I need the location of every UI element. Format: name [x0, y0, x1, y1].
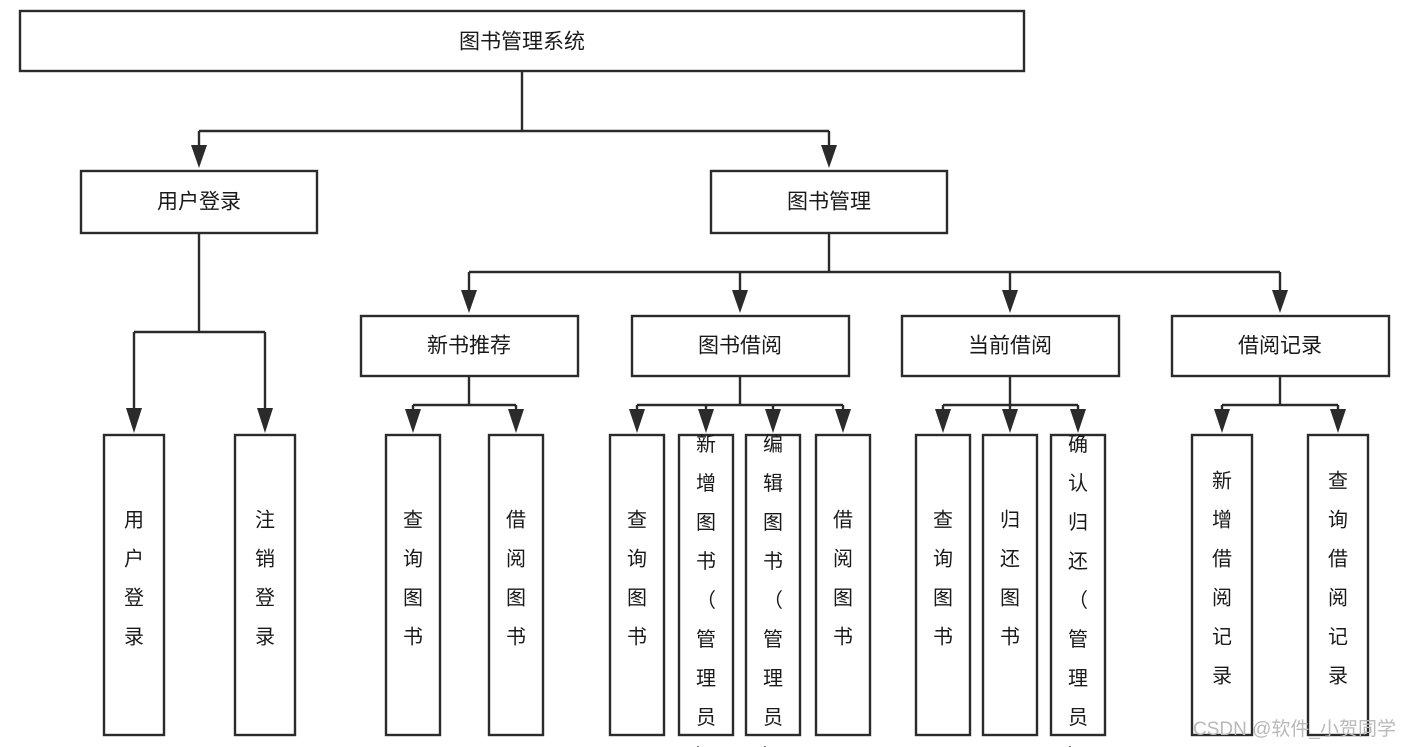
node-leaf-query-book-2[interactable]: 查询图书	[608, 433, 666, 737]
node-leaf-edit-book-label: 编辑图书（管理员）	[763, 433, 783, 747]
node-leaf-borrow-book-1[interactable]: 借阅图书	[487, 433, 545, 737]
arrow-head-user-login	[191, 145, 207, 168]
node-leaf-edit-book-box[interactable]	[744, 433, 802, 737]
node-leaf-confirm-return[interactable]: 确认归还（管理员）	[1049, 433, 1107, 747]
node-book-manage[interactable]: 图书管理	[709, 169, 949, 235]
node-root-label: 图书管理系统	[459, 31, 585, 54]
node-leaf-user-login-label: 用户登录	[124, 510, 144, 649]
node-user-login[interactable]: 用户登录	[79, 169, 319, 235]
node-leaf-query-book-1-box[interactable]	[384, 433, 442, 737]
arrow-head-leaf-user-logout	[257, 408, 273, 433]
node-borrow-record-box[interactable]	[1170, 314, 1391, 378]
arrow-head-leaf-edit-book	[765, 409, 781, 433]
node-leaf-query-book-2-box[interactable]	[608, 433, 666, 737]
arrow-head-leaf-query-book-3	[935, 409, 951, 433]
connector-group-borrow-record	[1214, 376, 1346, 433]
node-leaf-query-record-label: 查询借阅记录	[1328, 470, 1348, 688]
arrow-head-leaf-query-book-1	[405, 409, 421, 433]
arrow-head-leaf-add-record	[1214, 409, 1230, 433]
arrow-head-leaf-query-book-2	[629, 409, 645, 433]
arrow-head-new-book-rec	[461, 290, 477, 313]
node-leaf-query-book-3[interactable]: 查询图书	[914, 433, 972, 737]
node-leaf-add-record[interactable]: 新增借阅记录	[1190, 433, 1254, 737]
node-book-borrow-box[interactable]	[630, 314, 851, 378]
connector-group-root	[191, 71, 837, 168]
node-leaf-user-login[interactable]: 用户登录	[102, 433, 166, 737]
node-user-login-label: 用户登录	[157, 191, 241, 214]
node-leaf-query-record[interactable]: 查询借阅记录	[1306, 433, 1370, 737]
node-leaf-return-book[interactable]: 归还图书	[981, 433, 1039, 737]
node-leaf-add-record-box[interactable]	[1190, 433, 1254, 737]
node-current-borrow-label: 当前借阅	[968, 335, 1052, 358]
node-leaf-query-book-3-label: 查询图书	[933, 509, 953, 649]
node-leaf-query-book-2-label: 查询图书	[627, 509, 647, 649]
node-book-borrow-label: 图书借阅	[698, 335, 782, 358]
arrow-head-current-borrow	[1002, 290, 1018, 313]
node-leaf-query-record-box[interactable]	[1306, 433, 1370, 737]
arrow-head-leaf-user-login	[126, 408, 142, 433]
node-book-manage-box[interactable]	[709, 169, 949, 235]
node-leaf-query-book-1-label: 查询图书	[403, 509, 423, 649]
arrow-head-leaf-borrow-book-2	[835, 409, 851, 433]
node-current-borrow[interactable]: 当前借阅	[900, 314, 1121, 378]
node-leaf-borrow-book-2-label: 借阅图书	[833, 509, 853, 649]
node-user-login-box[interactable]	[79, 169, 319, 235]
arrow-head-book-borrow	[732, 290, 748, 313]
arrow-head-leaf-borrow-book-1	[508, 409, 524, 433]
node-new-book-rec-box[interactable]	[359, 314, 580, 378]
node-root-box[interactable]	[18, 9, 1026, 73]
connector-group-new-book-rec	[405, 376, 524, 433]
connector-group-book-borrow	[629, 376, 851, 433]
arrow-head-book-manage	[821, 145, 837, 168]
watermark-label: CSDN @软件_小贺同学	[1193, 718, 1396, 740]
node-leaf-confirm-return-box[interactable]	[1049, 433, 1107, 737]
node-leaf-borrow-book-1-box[interactable]	[487, 433, 545, 737]
node-book-borrow[interactable]: 图书借阅	[630, 314, 851, 378]
connector-group-current-borrow	[935, 376, 1086, 433]
node-leaf-return-book-label: 归还图书	[1000, 509, 1020, 649]
node-leaf-query-book-3-box[interactable]	[914, 433, 972, 737]
node-leaf-borrow-book-1-label: 借阅图书	[506, 509, 526, 649]
arrow-head-borrow-record	[1272, 290, 1288, 313]
node-new-book-rec-label: 新书推荐	[427, 335, 511, 358]
arrow-head-leaf-return-book	[1002, 409, 1018, 433]
connector-group-book-manage	[461, 233, 1288, 313]
node-leaf-add-book[interactable]: 新增图书（管理员）	[677, 433, 735, 747]
node-leaf-edit-book[interactable]: 编辑图书（管理员）	[744, 433, 802, 747]
node-leaf-confirm-return-label: 确认归还（管理员）	[1068, 433, 1088, 747]
node-root[interactable]: 图书管理系统	[18, 9, 1026, 73]
node-leaf-add-book-box[interactable]	[677, 433, 735, 737]
node-leaf-user-logout-label: 注销登录	[255, 509, 275, 649]
node-borrow-record[interactable]: 借阅记录	[1170, 314, 1391, 378]
node-leaf-return-book-box[interactable]	[981, 433, 1039, 737]
node-leaf-user-logout[interactable]: 注销登录	[233, 433, 297, 737]
connector-group-user-login	[126, 233, 273, 433]
node-leaf-user-login-box[interactable]	[102, 433, 166, 737]
node-book-manage-label: 图书管理	[787, 191, 871, 214]
arrow-head-leaf-query-record	[1330, 409, 1346, 433]
node-leaf-add-record-label: 新增借阅记录	[1212, 470, 1232, 688]
arrow-head-leaf-confirm-return	[1070, 409, 1086, 433]
node-leaf-add-book-label: 新增图书（管理员）	[696, 433, 716, 747]
node-leaf-user-logout-box[interactable]	[233, 433, 297, 737]
arrow-head-leaf-add-book	[698, 409, 714, 433]
node-leaf-borrow-book-2-box[interactable]	[814, 433, 872, 737]
node-leaf-query-book-1[interactable]: 查询图书	[384, 433, 442, 737]
node-leaf-borrow-book-2[interactable]: 借阅图书	[814, 433, 872, 737]
node-new-book-rec[interactable]: 新书推荐	[359, 314, 580, 378]
node-current-borrow-box[interactable]	[900, 314, 1121, 378]
node-borrow-record-label: 借阅记录	[1238, 335, 1322, 358]
